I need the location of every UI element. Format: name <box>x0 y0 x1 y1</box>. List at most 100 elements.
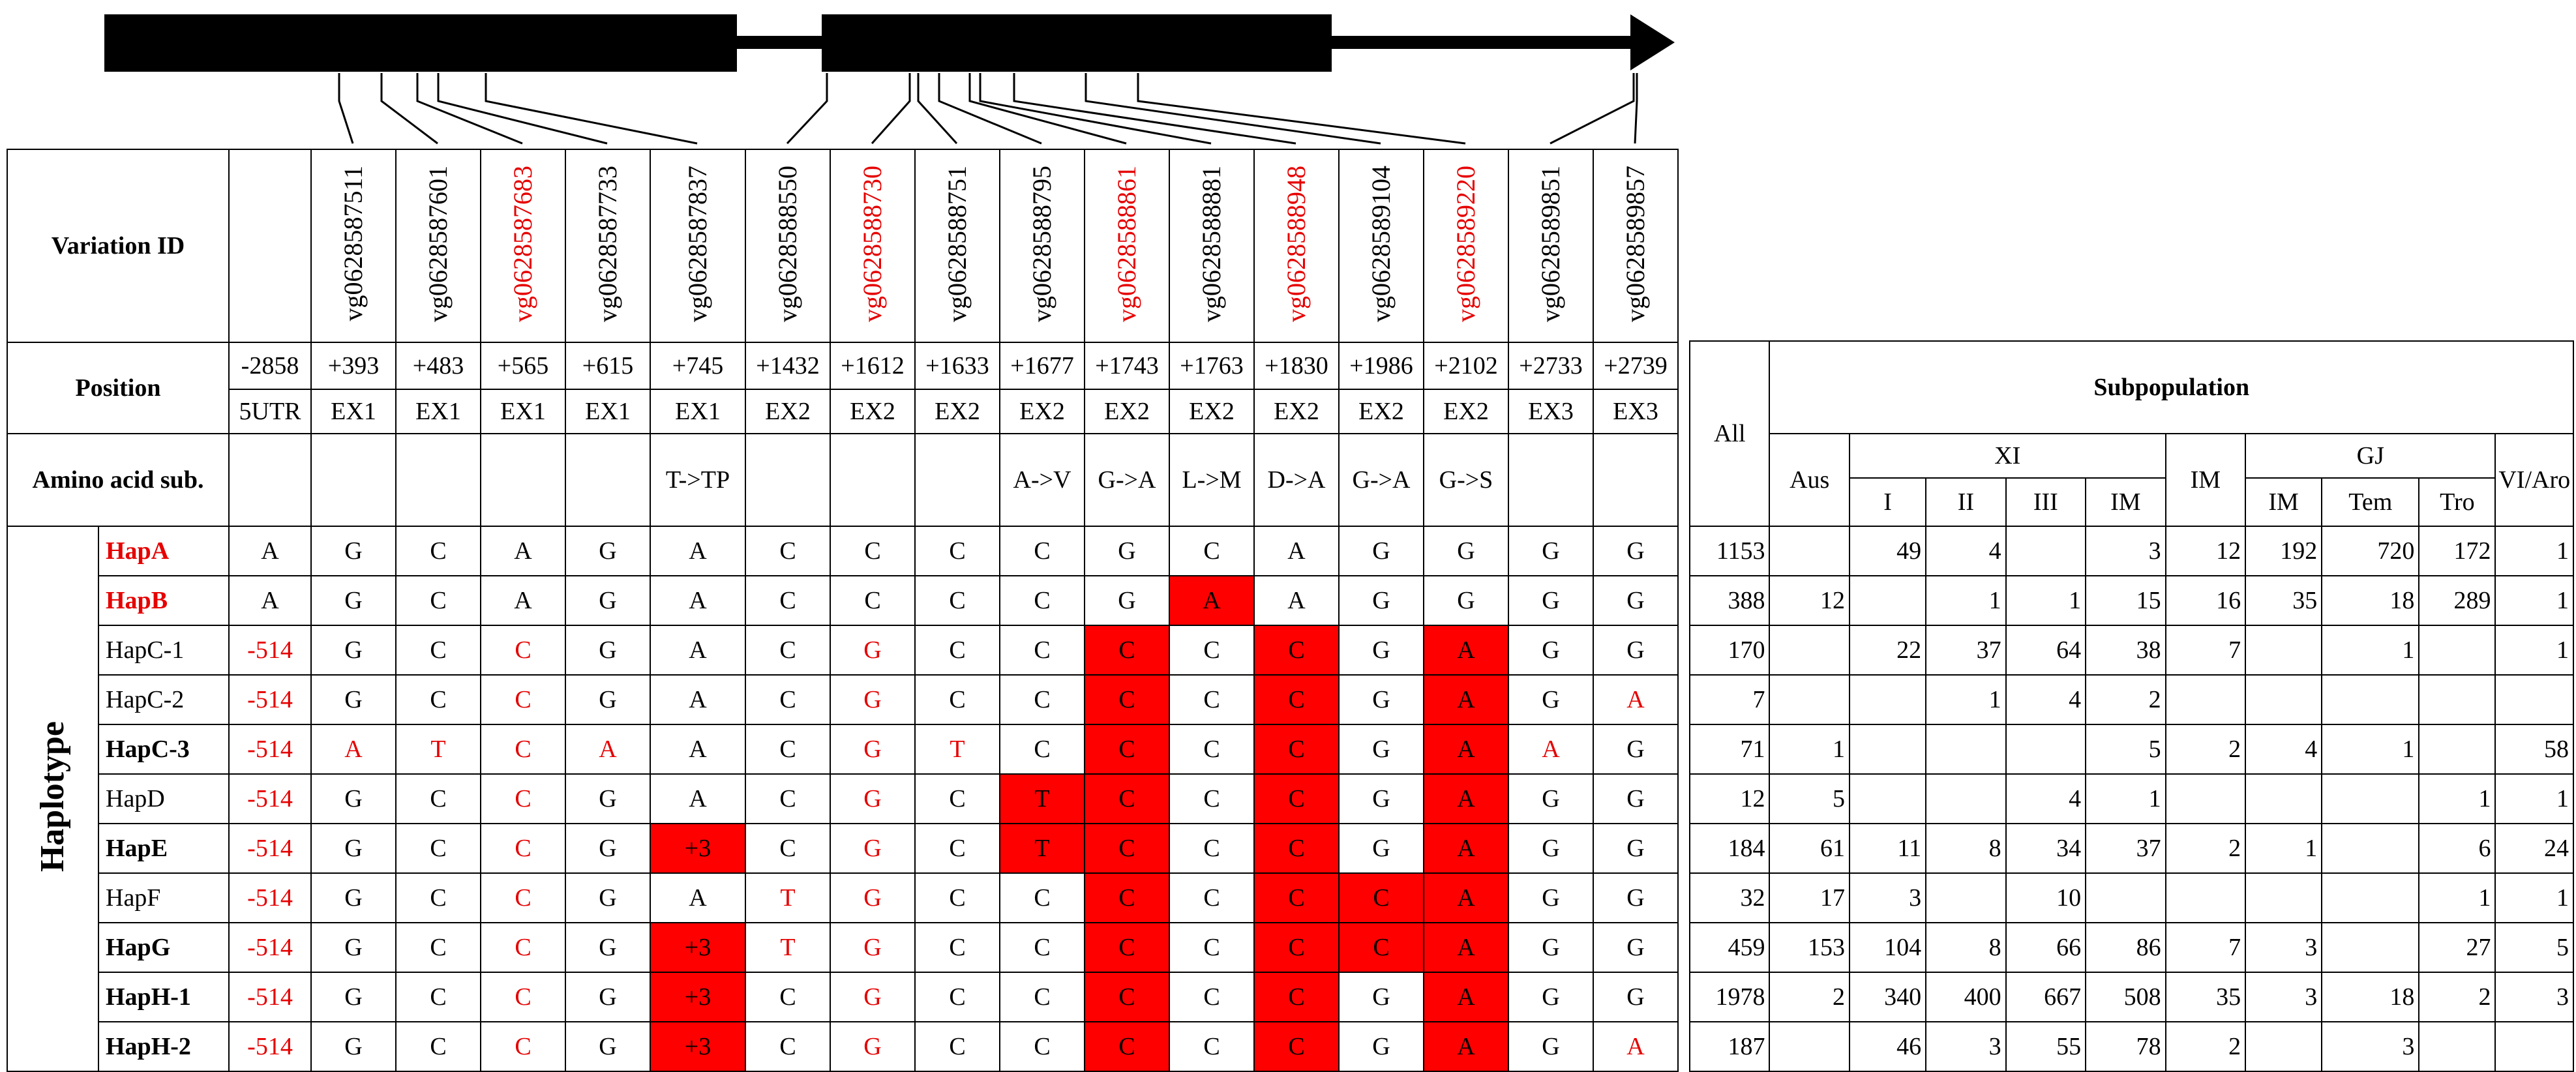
count-cell: 37 <box>2085 823 2166 874</box>
xi-subgroup: IM <box>2085 477 2166 527</box>
variant-region: EX1 <box>395 389 481 434</box>
variant-id-cell: vg0628588948 <box>1253 149 1340 343</box>
variant-id-cell: vg0628588751 <box>914 149 1000 343</box>
variant-id-cell: vg0628589851 <box>1508 149 1594 343</box>
count-cell <box>2005 724 2087 775</box>
allele-cell: A <box>1423 724 1509 775</box>
allele-cell: G <box>1593 922 1679 973</box>
count-cell: 4 <box>2005 674 2087 725</box>
count-cell <box>2321 922 2420 973</box>
variant-position: +393 <box>310 342 397 390</box>
variant-connector <box>1085 73 1381 145</box>
variant-id: vg0628588751 <box>942 165 972 322</box>
variant-connector <box>871 73 911 144</box>
variant-region: EX3 <box>1508 389 1594 434</box>
allele-cell: A <box>1423 674 1509 725</box>
amino-acid-change: T->TP <box>650 433 746 527</box>
variant-id-cell: vg0628587511 <box>310 149 397 343</box>
variant-id-cell: vg0628588550 <box>745 149 831 343</box>
allele-cell: C <box>395 625 481 676</box>
count-cell <box>1848 575 1927 626</box>
variant-connector <box>416 73 523 145</box>
amino-acid-change: D->A <box>1253 433 1340 527</box>
allele-cell: G <box>310 575 397 626</box>
gene-model <box>104 14 1675 72</box>
group-gj: GJ <box>2245 433 2496 479</box>
allele-cell: C <box>999 872 1085 923</box>
allele-cell: -514 <box>228 1021 312 1072</box>
count-cell: 2 <box>1769 972 1850 1022</box>
variant-id: vg0628589220 <box>1451 165 1480 322</box>
allele-cell: G <box>565 872 651 923</box>
count-cell: 1 <box>1925 575 2007 626</box>
allele-cell: C <box>1253 872 1340 923</box>
count-cell <box>2245 625 2323 676</box>
allele-cell: A <box>1423 1021 1509 1072</box>
allele-cell: G <box>310 625 397 676</box>
count-cell: 3 <box>2085 526 2166 576</box>
count-cell <box>1769 1021 1850 1072</box>
amino-acid-change: A->V <box>999 433 1085 527</box>
allele-cell: C <box>914 526 1000 576</box>
allele-cell: G <box>310 872 397 923</box>
allele-cell: G <box>1084 526 1170 576</box>
xi-subgroup: III <box>2005 477 2087 527</box>
allele-cell: G <box>310 823 397 874</box>
allele-cell: C <box>1084 724 1170 775</box>
variant-id: vg0628587733 <box>593 165 622 322</box>
allele-cell: G <box>1508 1021 1594 1072</box>
allele-cell: +3 <box>650 972 746 1022</box>
allele-cell: C <box>745 972 831 1022</box>
position-label: Position <box>7 342 230 434</box>
allele-cell: G <box>1508 674 1594 725</box>
variant-id-cell: vg0628588795 <box>999 149 1085 343</box>
variant-region: EX1 <box>650 389 746 434</box>
allele-cell: G <box>565 575 651 626</box>
variant-connector <box>1013 73 1296 145</box>
allele-cell: G <box>1508 972 1594 1022</box>
variant-position: +615 <box>565 342 651 390</box>
allele-cell: C <box>999 526 1085 576</box>
count-cell <box>2005 526 2087 576</box>
allele-cell: C <box>745 823 831 874</box>
count-cell <box>1848 724 1927 775</box>
variant-region: EX1 <box>480 389 566 434</box>
allele-cell: C <box>1253 625 1340 676</box>
count-cell: 1 <box>2321 625 2420 676</box>
allele-cell: A <box>1593 1021 1679 1072</box>
allele-cell: T <box>395 724 481 775</box>
allele-cell: C <box>395 575 481 626</box>
count-cell <box>2321 773 2420 824</box>
variant-id-cell: vg0628587733 <box>565 149 651 343</box>
count-all: 388 <box>1688 575 1771 626</box>
haplotype-name: HapD <box>98 773 230 824</box>
allele-cell: +3 <box>650 823 746 874</box>
haplotype-name: HapA <box>98 526 230 576</box>
count-cell: 1 <box>2245 823 2323 874</box>
count-cell: 78 <box>2085 1021 2166 1072</box>
variant-id: vg0628589857 <box>1621 165 1650 322</box>
allele-cell: C <box>1253 972 1340 1022</box>
allele-cell: A <box>565 724 651 775</box>
allele-cell: C <box>395 526 481 576</box>
variant-region: EX1 <box>565 389 651 434</box>
variant-connector <box>968 73 1127 145</box>
variant-connector <box>380 73 438 145</box>
count-cell: 17 <box>1769 872 1850 923</box>
allele-cell: C <box>1169 724 1255 775</box>
variant-id-cell: vg0628589104 <box>1338 149 1424 343</box>
amino-acid-change <box>1593 433 1679 527</box>
allele-cell: G <box>1508 575 1594 626</box>
allele-cell: A <box>480 575 566 626</box>
count-all: 7 <box>1688 674 1771 725</box>
gene-direction-arrow <box>1630 14 1675 70</box>
variant-id-cell: vg0628589220 <box>1423 149 1509 343</box>
allele-cell: C <box>1169 1021 1255 1072</box>
variant-position: +1677 <box>999 342 1085 390</box>
count-cell: 16 <box>2164 575 2247 626</box>
